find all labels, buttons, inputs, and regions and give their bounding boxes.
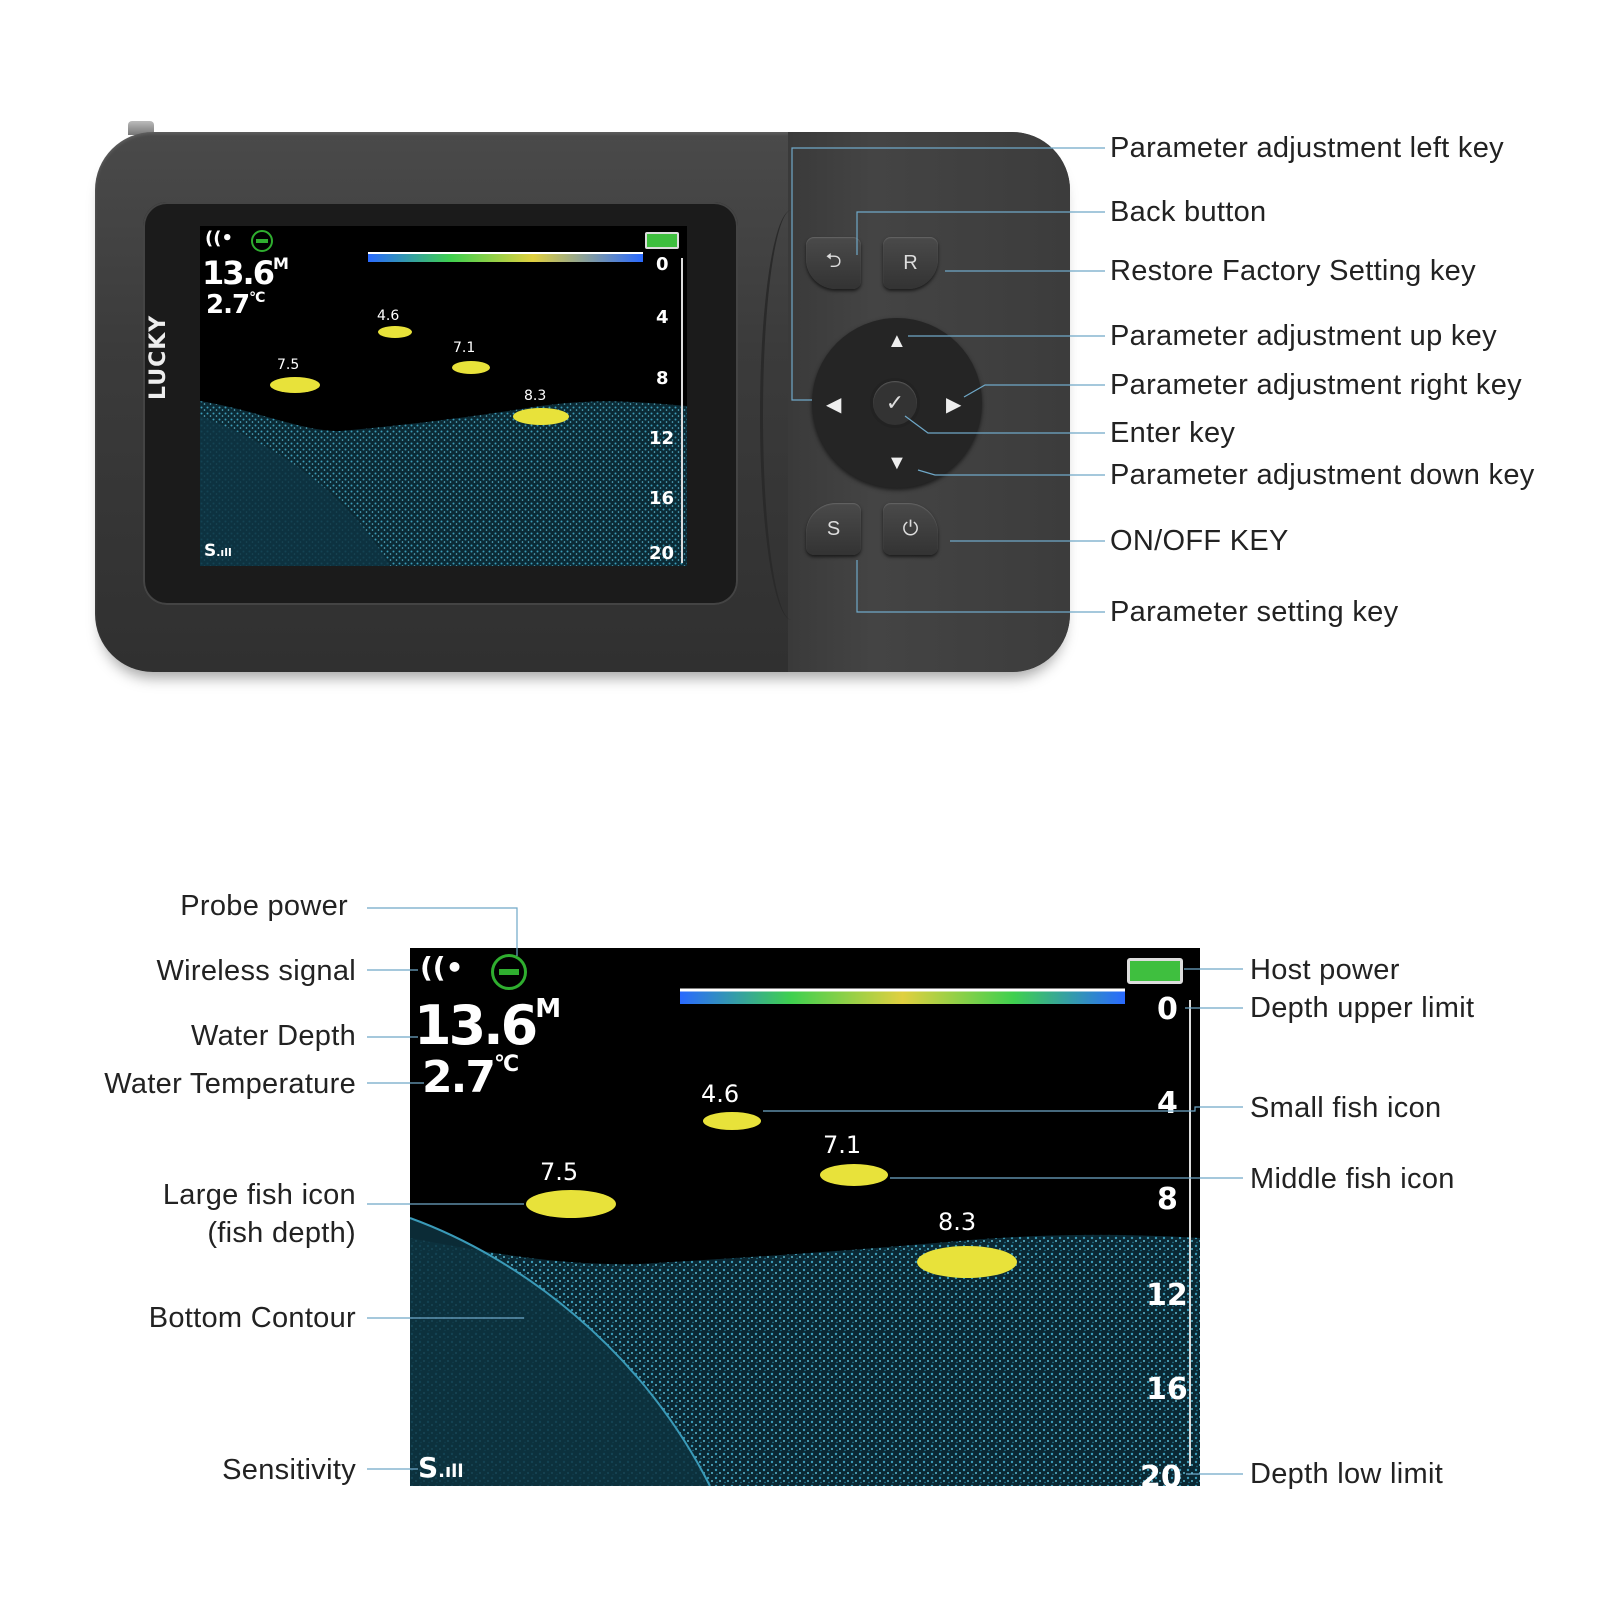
large-fish-icon [917, 1246, 1017, 1278]
label-depth-upper-limit: Depth upper limit [1250, 992, 1475, 1024]
label-host-power: Host power [1250, 954, 1400, 986]
small-temp-readout: 2.7°C [206, 290, 265, 320]
scale-tick: 4 [1157, 1086, 1178, 1121]
large-fish-icon [526, 1190, 616, 1218]
fish-depth-label: 7.1 [823, 1131, 862, 1159]
power-icon: ⏻ [902, 517, 919, 540]
large-screen [410, 948, 1200, 1486]
sensitivity-indicator: S.ıll [418, 1451, 464, 1484]
fish-depth-label: 7.5 [540, 1158, 579, 1186]
small-fish-label: 4.6 [377, 308, 400, 324]
small-fish-label: 8.3 [524, 388, 547, 404]
small-scale-tick: 12 [649, 428, 675, 449]
small-screen [200, 226, 687, 566]
label-middle-fish-icon: Middle fish icon [1250, 1163, 1455, 1195]
label-up-key: Parameter adjustment up key [1110, 320, 1497, 352]
label-onoff-key: ON/OFF KEY [1110, 525, 1289, 557]
label-setting-key: Parameter setting key [1110, 596, 1399, 628]
small-scale-tick: 16 [649, 488, 675, 509]
label-left-key: Parameter adjustment left key [1110, 132, 1504, 164]
depth-readout: 13.6M [414, 994, 561, 1057]
restore-factory-button[interactable]: R [883, 237, 938, 289]
small-scale-tick: 4 [656, 307, 669, 328]
small-sonar-view [200, 252, 687, 566]
large-fish-icon [270, 377, 320, 393]
back-icon: ⮌ [825, 250, 842, 272]
small-fish-icon [378, 326, 412, 338]
small-battery-icon [645, 232, 679, 249]
scale-tick: 0 [1157, 992, 1178, 1027]
battery-icon [1127, 958, 1183, 984]
label-wireless-signal: Wireless signal [156, 955, 356, 987]
label-bottom-contour: Bottom Contour [148, 1302, 356, 1334]
large-sonar-view [410, 988, 1200, 1486]
label-back-button: Back button [1110, 196, 1267, 228]
small-probe-power-icon [251, 230, 273, 252]
label-large-fish: Large fish icon (fish depth) [162, 1179, 356, 1249]
label-enter-key: Enter key [1110, 417, 1236, 449]
label-water-temperature: Water Temperature [104, 1068, 356, 1100]
probe-power-icon [491, 954, 527, 990]
small-scale-tick: 8 [656, 368, 669, 389]
parameter-setting-button[interactable]: S [806, 503, 861, 555]
scale-tick: 8 [1157, 1182, 1178, 1217]
small-scale-tick: 0 [656, 254, 669, 275]
left-key[interactable]: ◀ [826, 394, 842, 416]
label-depth-low-limit: Depth low limit [1250, 1458, 1444, 1490]
check-icon: ✓ [885, 390, 905, 415]
label-down-key: Parameter adjustment down key [1110, 459, 1535, 491]
small-wifi-icon: ((• [205, 228, 233, 249]
label-water-depth: Water Depth [190, 1020, 356, 1052]
enter-key[interactable]: ✓ [873, 381, 917, 425]
small-scale-tick: 20 [649, 543, 675, 564]
scale-tick: 16 [1146, 1372, 1188, 1407]
label-sensitivity: Sensitivity [222, 1454, 356, 1486]
label-restore-key: Restore Factory Setting key [1110, 255, 1476, 287]
down-key[interactable]: ▼ [887, 452, 907, 474]
fish-depth-label: 4.6 [701, 1080, 740, 1108]
middle-fish-icon [820, 1164, 888, 1186]
middle-fish-icon [452, 361, 490, 374]
small-sensitivity: S.ıll [204, 541, 232, 561]
surface-strip [368, 253, 643, 262]
label-small-fish-icon: Small fish icon [1250, 1092, 1442, 1124]
small-fish-icon [703, 1112, 761, 1130]
back-button[interactable]: ⮌ [806, 237, 861, 289]
label-probe-power: Probe power [180, 890, 348, 922]
scale-tick: 20 [1140, 1460, 1182, 1495]
small-depth-readout: 13.6M [202, 254, 289, 292]
scale-tick: 12 [1146, 1278, 1188, 1313]
up-key[interactable]: ▲ [887, 330, 907, 352]
bottom-slope [410, 1218, 710, 1486]
temp-readout: 2.7°C [422, 1052, 519, 1103]
antenna [128, 121, 154, 135]
fish-depth-label: 8.3 [938, 1208, 977, 1236]
bottom-slope [200, 416, 390, 566]
label-right-key: Parameter adjustment right key [1110, 369, 1522, 401]
large-fish-icon [513, 408, 569, 425]
wifi-icon: ((• [420, 951, 464, 984]
small-scale-line [681, 258, 683, 563]
panel-curve [760, 210, 823, 620]
power-button[interactable]: ⏻ [883, 503, 938, 555]
small-fish-label: 7.1 [453, 340, 476, 356]
surface-strip [680, 990, 1125, 1004]
small-fish-label: 7.5 [277, 357, 300, 373]
right-key[interactable]: ▶ [946, 394, 962, 416]
